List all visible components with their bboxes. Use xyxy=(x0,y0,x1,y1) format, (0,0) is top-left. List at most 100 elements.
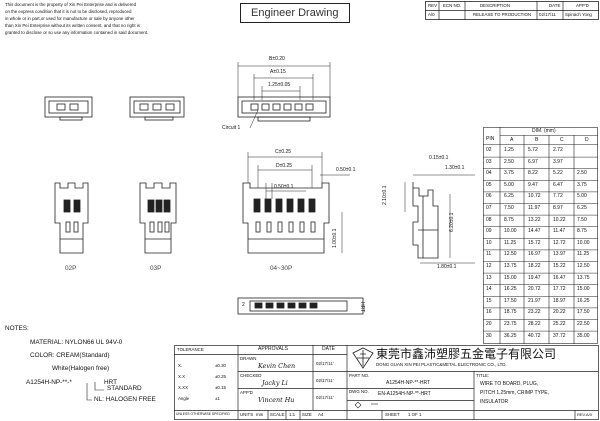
title-label: TITLE: xyxy=(476,373,490,378)
tolerance-xxx: X.XX xyxy=(178,385,189,390)
dim-table-pin-cell: 30 xyxy=(486,332,492,339)
rev-code: REV.A/0 xyxy=(577,412,592,417)
dim-table-value-cell: 1.25 xyxy=(504,147,514,153)
checked-name: Jacky Li xyxy=(262,379,288,387)
logo-small xyxy=(354,401,378,409)
dim-table-pin-cell: 05 xyxy=(486,181,492,188)
dim-table-value-cell: 17.50 xyxy=(577,309,590,316)
circuit-label: Circuit 1 xyxy=(222,125,241,131)
company-name-cn: 東莞市鑫沛塑膠五金電子有限公司 xyxy=(376,347,557,361)
company-name-en: DONG GUAN XIN PEI PLASTIC&METAL ELECTRON… xyxy=(376,362,507,367)
scale-label: SCALE xyxy=(270,412,285,417)
dim-table-value-cell: 13.75 xyxy=(504,263,517,269)
dim-table-pin-cell: 09 xyxy=(486,228,492,235)
dim-table-value-cell: 6.25 xyxy=(577,205,587,211)
dim-table-col-c: C xyxy=(560,137,564,143)
dim-table-value-cell: 10.00 xyxy=(577,239,590,246)
dim-table-value-cell: 20.72 xyxy=(528,286,541,293)
dim-table-value-cell: 18.97 xyxy=(553,297,566,304)
tolerance-heading: TOLERANCE xyxy=(177,347,204,352)
sheet-value: 1 OF 1 xyxy=(408,412,422,417)
dim-c: C±0.25 xyxy=(275,149,292,155)
dim-table-value-cell: 8.22 xyxy=(528,170,538,177)
dim-table-pin-header: PIN xyxy=(486,136,495,142)
dim-table-value-cell: 35.00 xyxy=(577,332,590,339)
dim-table-pin-cell: 08 xyxy=(486,216,492,223)
dim-table-dim-header: DIM. (mm) xyxy=(532,128,556,134)
date-value: 02/17/11 xyxy=(539,12,556,17)
notes-color: COLOR: CREAM(Standard) xyxy=(30,352,110,359)
bottom-view-number: 2 xyxy=(242,302,245,308)
company-logo xyxy=(352,347,374,369)
dim-table-value-cell: 17.50 xyxy=(504,297,517,304)
sheet-label: SHEET xyxy=(385,412,400,417)
dim-table-value-cell: 9.47 xyxy=(528,181,538,188)
side-view xyxy=(412,182,439,259)
front-view-03p xyxy=(139,182,177,254)
rev-header: REV xyxy=(428,3,438,8)
appd-header: APP'D xyxy=(576,3,589,8)
dim-table-value-cell: 2.50 xyxy=(577,170,587,177)
notice-line: granted to disclose or so use any inform… xyxy=(5,30,149,35)
dim-table-value-cell: 2.50 xyxy=(504,158,514,165)
dim-table-value-cell: 13.97 xyxy=(553,251,566,258)
dim-table-value-cell: 3.75 xyxy=(577,181,587,188)
dim-table-value-cell: 21.97 xyxy=(528,297,541,304)
drawn-label: DRAWN xyxy=(240,356,257,361)
notes-hrt: HRT xyxy=(104,379,118,386)
appd-value: Spinach Yong xyxy=(565,12,592,17)
dim-table-value-cell: 3.75 xyxy=(504,170,514,177)
tolerance-xx: X.X xyxy=(178,374,186,379)
dwg-no-value: EN-A1254H-NP-**-HRT xyxy=(378,391,431,397)
units-value: mm xyxy=(256,412,264,417)
dim-table-value-cell: 16.97 xyxy=(528,251,541,258)
notice-line: on the express condition that it is not … xyxy=(5,9,132,14)
dim-table-value-cell: 11.97 xyxy=(528,205,541,211)
dim-a: A±0.15 xyxy=(270,69,286,75)
tolerance-xxx-val: ±0.15 xyxy=(215,385,226,390)
part-no-value: A1254H-NP-**-HRT xyxy=(386,380,431,386)
size-label: SIZE xyxy=(302,412,312,417)
dim-table-col-b: B xyxy=(535,137,539,143)
description-header: DESCRIPTION xyxy=(480,3,511,8)
checked-label: CHECKED xyxy=(240,373,262,378)
notes-standard: STANDARD xyxy=(107,385,142,392)
scale-value: 1:1 xyxy=(289,412,296,417)
checked-date: 02/17/11' xyxy=(316,378,334,383)
dim-side1: 0.50±0.1 xyxy=(336,167,356,173)
dim-table-value-cell: 13.22 xyxy=(528,216,541,223)
dim-table-value-cell: 12.50 xyxy=(577,263,590,269)
dim-table-value-cell: 36.25 xyxy=(504,332,517,339)
dim-side3: 1.30±0.1 xyxy=(445,165,465,171)
tolerance-x: X. xyxy=(178,363,183,368)
view-label-03p: 03P xyxy=(150,265,162,272)
dim-pitch: 1.25±0.05 xyxy=(268,82,291,88)
part-no-label: PART NO. xyxy=(349,373,370,378)
notice-line: than Xin Pei Enterprise without its writ… xyxy=(5,23,140,28)
dim-b: B±0.20 xyxy=(269,56,285,62)
dim-table-value-cell: 6.47 xyxy=(553,181,563,188)
dim-table-value-cell: 10.72 xyxy=(528,193,541,200)
dim-table-value-cell: 18.22 xyxy=(528,263,541,269)
dim-table-value-cell: 2.72 xyxy=(553,147,563,153)
dim-table-value-cell: 14.47 xyxy=(528,228,541,235)
dim-table-value-cell: 23.22 xyxy=(528,309,541,316)
dim-table-value-cell: 5.72 xyxy=(528,147,538,153)
dim-table-value-cell: 37.72 xyxy=(553,332,566,339)
view-label-04-30p: 04~30P xyxy=(270,265,293,272)
dim-table-value-cell: 15.00 xyxy=(577,286,590,293)
top-view-02p xyxy=(44,96,93,121)
dim-table-value-cell: 5.22 xyxy=(553,170,563,177)
dim-table-value-cell: 18.75 xyxy=(504,309,517,316)
revision-table xyxy=(425,1,599,20)
dim-table-value-cell: 15.72 xyxy=(528,239,541,246)
drawing-type-title: Engineer Drawing xyxy=(251,7,339,19)
dim-table-pin-cell: 12 xyxy=(486,263,492,269)
drawing-type-box: Engineer Drawing xyxy=(240,3,350,23)
notes-white: White(Halogen free) xyxy=(52,365,110,372)
dim-table-pin-cell: 15 xyxy=(486,297,492,304)
dim-table-value-cell: 15.00 xyxy=(504,274,517,281)
date-header: DATE xyxy=(549,3,561,8)
dim-table-pin-cell: 07 xyxy=(486,205,492,211)
